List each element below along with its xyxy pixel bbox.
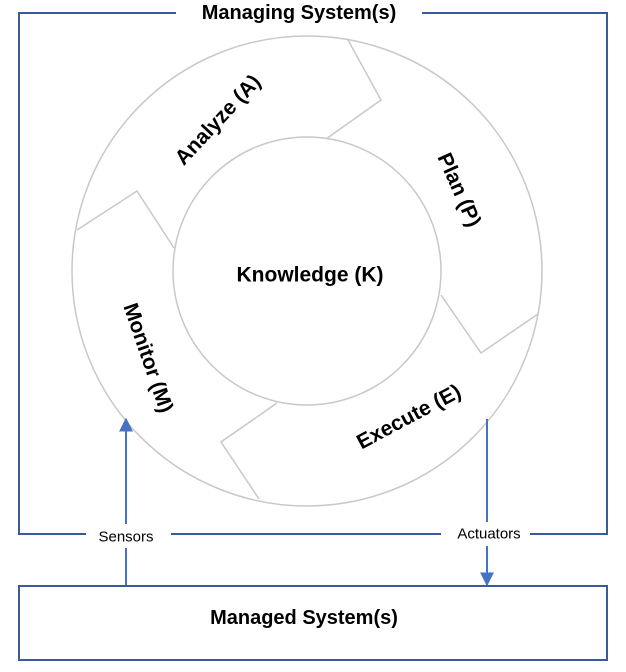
knowledge-circle: [172, 136, 442, 406]
plan-label: Plan (P): [433, 150, 486, 231]
managed-system-title: Managed System(s): [210, 607, 398, 629]
divider-monitor-analyze: [76, 189, 175, 249]
managing-system-title: Managing System(s): [202, 2, 396, 24]
managing-system-frame: [18, 12, 608, 535]
divider-execute-monitor: [219, 402, 278, 500]
execute-label: Execute (E): [353, 380, 465, 454]
sensors-label: Sensors: [98, 529, 153, 546]
divider-analyze-plan: [325, 39, 382, 140]
managed-system-box: [18, 585, 608, 661]
actuators-label: Actuators: [457, 526, 520, 543]
mape-outer-circle: [71, 35, 543, 507]
monitor-label: Monitor (M): [119, 300, 178, 416]
divider-plan-execute: [440, 294, 539, 355]
actuators-label-bg: [446, 522, 530, 546]
knowledge-label: Knowledge (K): [237, 264, 384, 287]
sensors-label-bg: [90, 524, 162, 548]
segment-dividers: [76, 39, 539, 500]
